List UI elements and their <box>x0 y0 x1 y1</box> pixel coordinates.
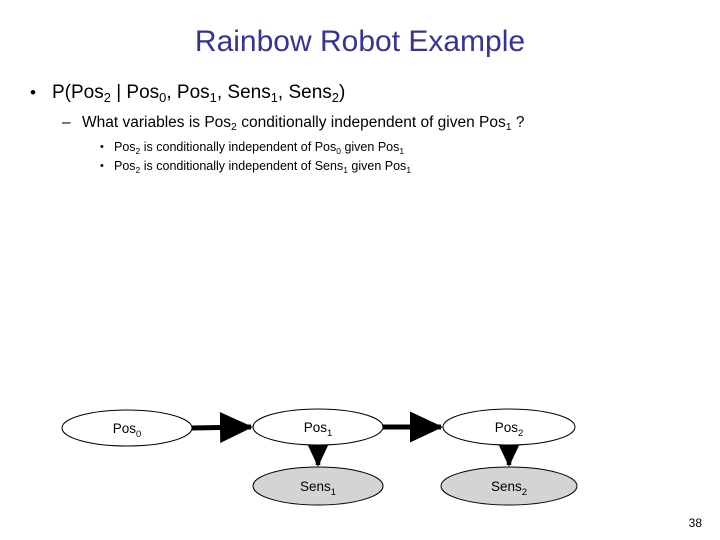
node-label-sens1: Sens1 <box>300 479 336 498</box>
bullet-level2: – What variables is Pos2 conditionally i… <box>0 112 720 134</box>
dash-marker-icon: – <box>62 114 71 131</box>
bullet-level3-second: • Pos2 is conditionally independent of S… <box>0 157 720 175</box>
node-sens2[interactable]: Sens2 <box>440 466 578 506</box>
node-ellipse-pos2 <box>442 408 576 446</box>
bullet-marker-icon: • <box>100 141 104 153</box>
node-pos0[interactable]: Pos0 <box>61 409 193 447</box>
content-body: • P(Pos2 | Pos0, Pos1, Sens1, Sens2) – W… <box>0 80 720 176</box>
bullet-level3-first-text: Pos2 is conditionally independent of Pos… <box>114 140 405 156</box>
node-ellipse-sens2 <box>440 466 578 506</box>
bullet-level3-second-text: Pos2 is conditionally independent of Sen… <box>114 159 412 175</box>
bullet-level3-first: • Pos2 is conditionally independent of P… <box>0 138 720 156</box>
node-ellipse-pos0 <box>61 409 193 447</box>
node-sens1[interactable]: Sens1 <box>252 466 384 506</box>
bullet-level2-text: What variables is Pos2 conditionally ind… <box>82 114 525 134</box>
bullet-level1: • P(Pos2 | Pos0, Pos1, Sens1, Sens2) <box>0 80 720 106</box>
node-label-pos0: Pos0 <box>113 421 142 440</box>
bullet-marker-icon: • <box>30 83 36 102</box>
edges-layer <box>190 411 523 467</box>
bullet-marker-icon: • <box>100 160 104 172</box>
page-title: Rainbow Robot Example <box>194 25 526 58</box>
node-pos1[interactable]: Pos1 <box>252 408 384 446</box>
node-ellipse-pos1 <box>252 408 384 446</box>
node-ellipse-sens1 <box>252 466 384 506</box>
node-label-pos1: Pos1 <box>304 420 333 439</box>
edge-pos0-to-pos1 <box>190 412 253 444</box>
node-pos2[interactable]: Pos2 <box>442 408 576 446</box>
node-label-sens2: Sens2 <box>491 479 527 498</box>
node-label-pos2: Pos2 <box>495 420 524 439</box>
bullet-level1-text: P(Pos2 | Pos0, Pos1, Sens1, Sens2) <box>52 82 346 105</box>
page-number: 38 <box>688 516 702 530</box>
